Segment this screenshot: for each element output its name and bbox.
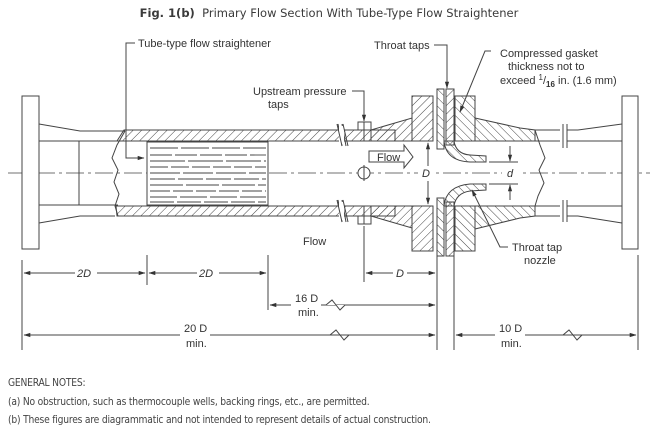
downstream-flange-top xyxy=(454,95,476,142)
label-throat-d: d xyxy=(507,168,514,180)
outlet-flange xyxy=(621,95,639,250)
diffuser-top xyxy=(474,117,536,142)
label-upstream-taps-2: taps xyxy=(268,99,289,111)
upstream-throat-flange-top xyxy=(411,95,434,142)
label-throat-nozzle-1: Throat tap xyxy=(512,242,562,254)
diffuser-bottom xyxy=(474,205,536,230)
dim-label-20D: 20 D xyxy=(184,323,207,335)
label-throat-taps: Throat taps xyxy=(374,40,430,52)
note-b: (b) These figures are diagrammatic and n… xyxy=(8,415,431,426)
label-gasket-1: Compressed gasket xyxy=(500,48,598,60)
flow-arrow xyxy=(368,143,414,170)
throat-taps-leader xyxy=(434,44,450,89)
label-flow-arrow: Flow xyxy=(377,152,400,164)
label-throat-nozzle-2: nozzle xyxy=(524,255,556,267)
dim-label-2D-straightener: 2D xyxy=(198,268,213,280)
label-pipe-D: D xyxy=(422,168,430,180)
straightener-leader xyxy=(125,42,145,161)
throat-nozzle-top xyxy=(443,140,487,163)
downstream-flange-bottom xyxy=(454,205,476,252)
gasket-leader xyxy=(459,50,491,113)
label-gasket-3: exceed 1/16 in. (1.6 mm) xyxy=(500,73,617,89)
throat-plate-top2 xyxy=(445,88,455,146)
label-gasket-2: thickness not to xyxy=(508,61,584,73)
dim-label-20D-min: min. xyxy=(186,338,207,350)
pipe-break-line xyxy=(111,130,126,217)
inlet-flange xyxy=(21,95,40,250)
throat-nozzle-bottom xyxy=(443,183,487,207)
note-a: (a) No obstruction, such as thermocouple… xyxy=(8,396,370,408)
downstream-break-line xyxy=(534,129,546,207)
dim-label-10D-min: min. xyxy=(501,338,522,350)
dim-label-2D-inlet: 2D xyxy=(76,268,91,280)
figure-number: Fig. 1(b) xyxy=(139,6,195,20)
throat-nozzle-leader xyxy=(471,189,508,248)
inlet-cone-top xyxy=(370,117,413,142)
throat-plate-bottom xyxy=(436,197,445,257)
throat-plate-bottom2 xyxy=(445,201,455,257)
downstream-break-marks xyxy=(562,124,568,222)
dim-label-10D: 10 D xyxy=(499,323,522,335)
upstream-throat-flange-bottom xyxy=(411,205,434,252)
throat-plate-top xyxy=(436,88,445,150)
upstream-wall-bottom xyxy=(115,205,396,217)
inlet-taper xyxy=(38,123,125,224)
upstream-wall-top xyxy=(116,129,396,142)
dim-label-16D: 16 D xyxy=(295,293,318,305)
upstream-tap-leader xyxy=(352,90,367,122)
notes-heading: GENERAL NOTES: xyxy=(8,378,86,389)
figure-title: Fig. 1(b) Primary Flow Section With Tube… xyxy=(0,6,658,20)
tube-straightener xyxy=(146,141,269,206)
figure-caption: Primary Flow Section With Tube-Type Flow… xyxy=(202,6,519,20)
straightener-tubes xyxy=(150,147,266,203)
dim-label-16D-min: min. xyxy=(298,307,319,319)
dim-label-D: D xyxy=(396,268,404,280)
label-flow: Flow xyxy=(303,236,326,248)
general-notes: GENERAL NOTES: (a) No obstruction, such … xyxy=(8,375,431,431)
label-upstream-taps-1: Upstream pressure xyxy=(253,86,347,98)
label-straightener: Tube-type flow straightener xyxy=(138,38,271,50)
inlet-cone-bottom xyxy=(370,205,413,229)
